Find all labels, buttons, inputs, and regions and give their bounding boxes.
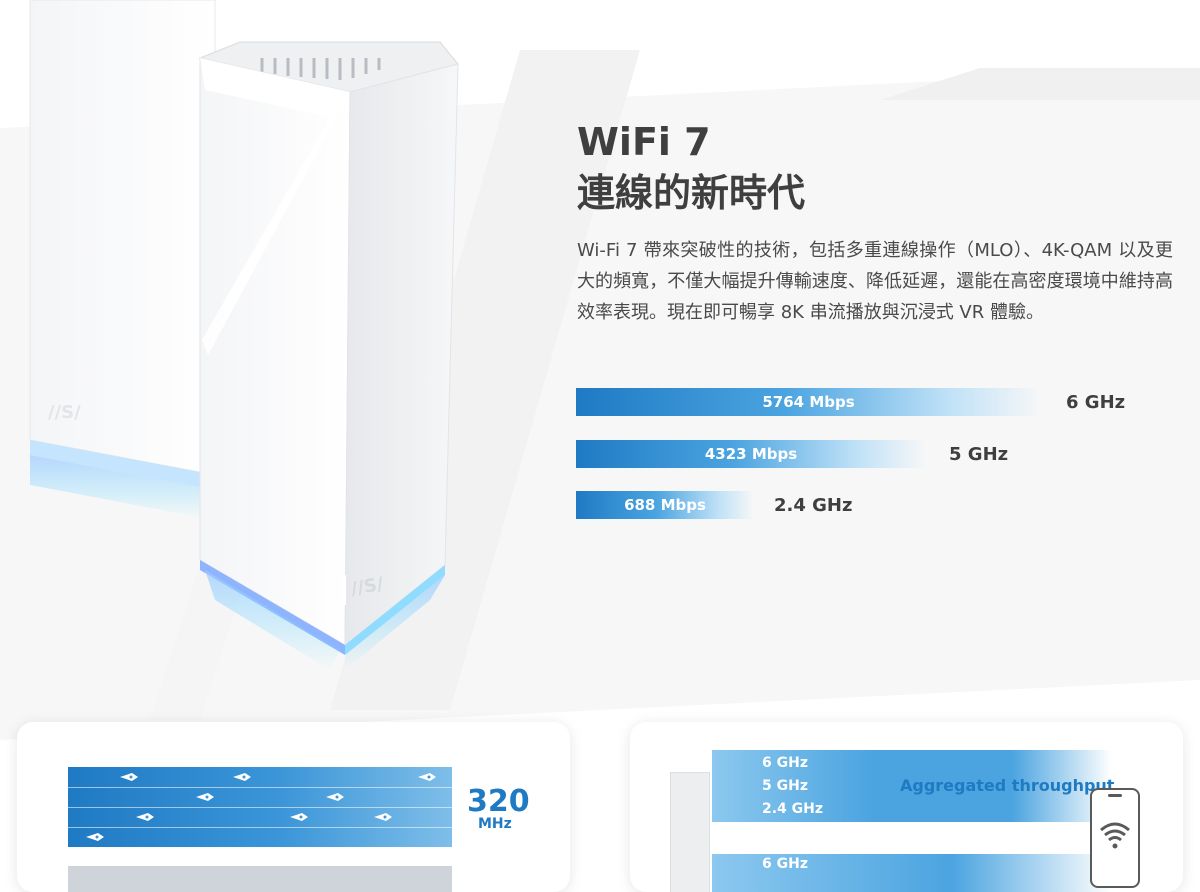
mlo-band-6ghz: 6 GHz (762, 755, 808, 771)
bandwidth-unit: MHz (478, 816, 512, 832)
band-label-5ghz: 5 GHz (949, 443, 1009, 465)
mlo-card: 6 GHz 5 GHz 2.4 GHz Aggregated throughpu… (630, 722, 1183, 892)
mlo-lower-band-label: 6 GHz (762, 856, 808, 872)
router-mini-icon (670, 772, 710, 892)
bandwidth-value: 320 (467, 784, 530, 819)
speed-comparison: 5764 Mbps 6 GHz 4323 Mbps 5 GHz 688 Mbps… (576, 388, 1176, 528)
speed-bar-5ghz: 4323 Mbps (576, 440, 926, 468)
phone-icon (1090, 788, 1140, 888)
rocket-icon (120, 773, 138, 781)
router-image: //S/ //S/ (29, 0, 459, 670)
bandwidth-card: 320 MHz (17, 722, 570, 892)
rocket-icon (290, 813, 308, 821)
rocket-icon (233, 773, 251, 781)
rocket-icon (326, 793, 344, 801)
rocket-icon (86, 833, 104, 841)
bandwidth-lanes-secondary (68, 866, 452, 892)
mlo-band-24ghz: 2.4 GHz (762, 801, 824, 817)
speed-row-6ghz: 5764 Mbps 6 GHz (576, 388, 1176, 416)
wifi-icon (1100, 794, 1130, 849)
speed-bar-6ghz: 5764 Mbps (576, 388, 1041, 416)
mlo-aggregate-band (712, 750, 1112, 822)
band-label-24ghz: 2.4 GHz (774, 494, 853, 516)
hero-description: Wi-Fi 7 帶來突破性的技術，包括多重連線操作（MLO）、4K-QAM 以及… (577, 239, 1173, 323)
rocket-icon (418, 773, 436, 781)
rocket-icon (196, 793, 214, 801)
aggregated-throughput-label: Aggregated throughput (900, 776, 1115, 795)
hero-section: WiFi 7 連線的新時代 Wi-Fi 7 帶來突破性的技術，包括多重連線操作（… (577, 116, 1177, 328)
speed-bar-24ghz: 688 Mbps (576, 491, 754, 519)
hero-subtitle: 連線的新時代 (577, 171, 806, 216)
speed-row-24ghz: 688 Mbps 2.4 GHz (576, 491, 1176, 519)
bandwidth-lanes (68, 767, 452, 847)
rocket-icon (136, 813, 154, 821)
mlo-band-5ghz: 5 GHz (762, 778, 808, 794)
brand-logo-left: //S/ (48, 402, 81, 423)
band-label-6ghz: 6 GHz (1066, 391, 1126, 413)
hero-title: WiFi 7 (577, 120, 711, 164)
rocket-icon (374, 813, 392, 821)
speed-row-5ghz: 4323 Mbps 5 GHz (576, 440, 1176, 468)
